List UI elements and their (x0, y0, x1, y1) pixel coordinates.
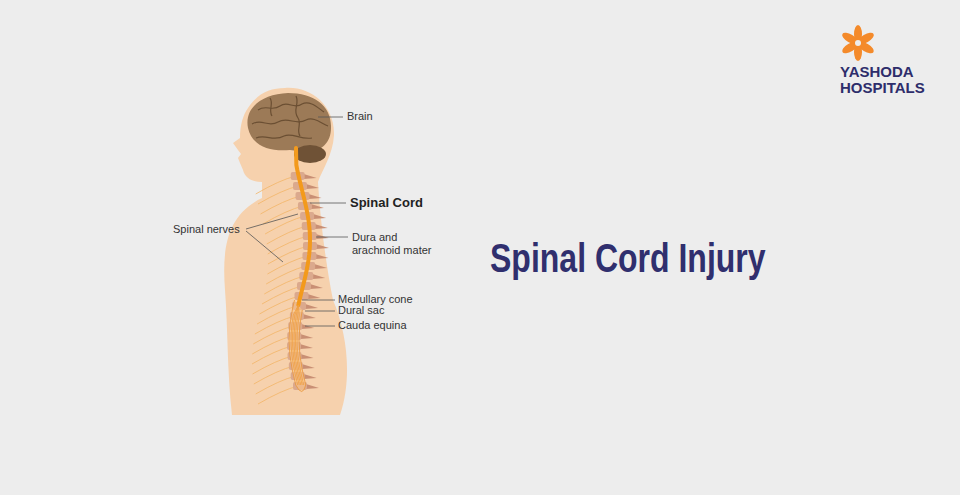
logo-text: YASHODA HOSPITALS (840, 64, 925, 96)
part-label: Spinal Cord (350, 196, 423, 210)
part-label: Brain (347, 111, 373, 122)
spinal-cord (296, 148, 310, 305)
dural-sac (289, 300, 306, 392)
leader-lines (246, 117, 348, 326)
part-label: Medullary cone (338, 294, 413, 305)
cauda-equina (297, 305, 304, 385)
vertebrae (287, 172, 329, 390)
logo-flower (840, 25, 875, 61)
spinal-column (252, 148, 329, 404)
part-label: Dura and arachnoid mater (352, 231, 438, 257)
part-label: Cauda equina (338, 320, 407, 331)
brain (247, 93, 331, 163)
part-label: Dural sac (338, 305, 384, 316)
part-label: Spinal nerves (173, 224, 240, 235)
title: Spinal Cord Injury (490, 236, 766, 280)
body-silhouette (224, 88, 347, 415)
